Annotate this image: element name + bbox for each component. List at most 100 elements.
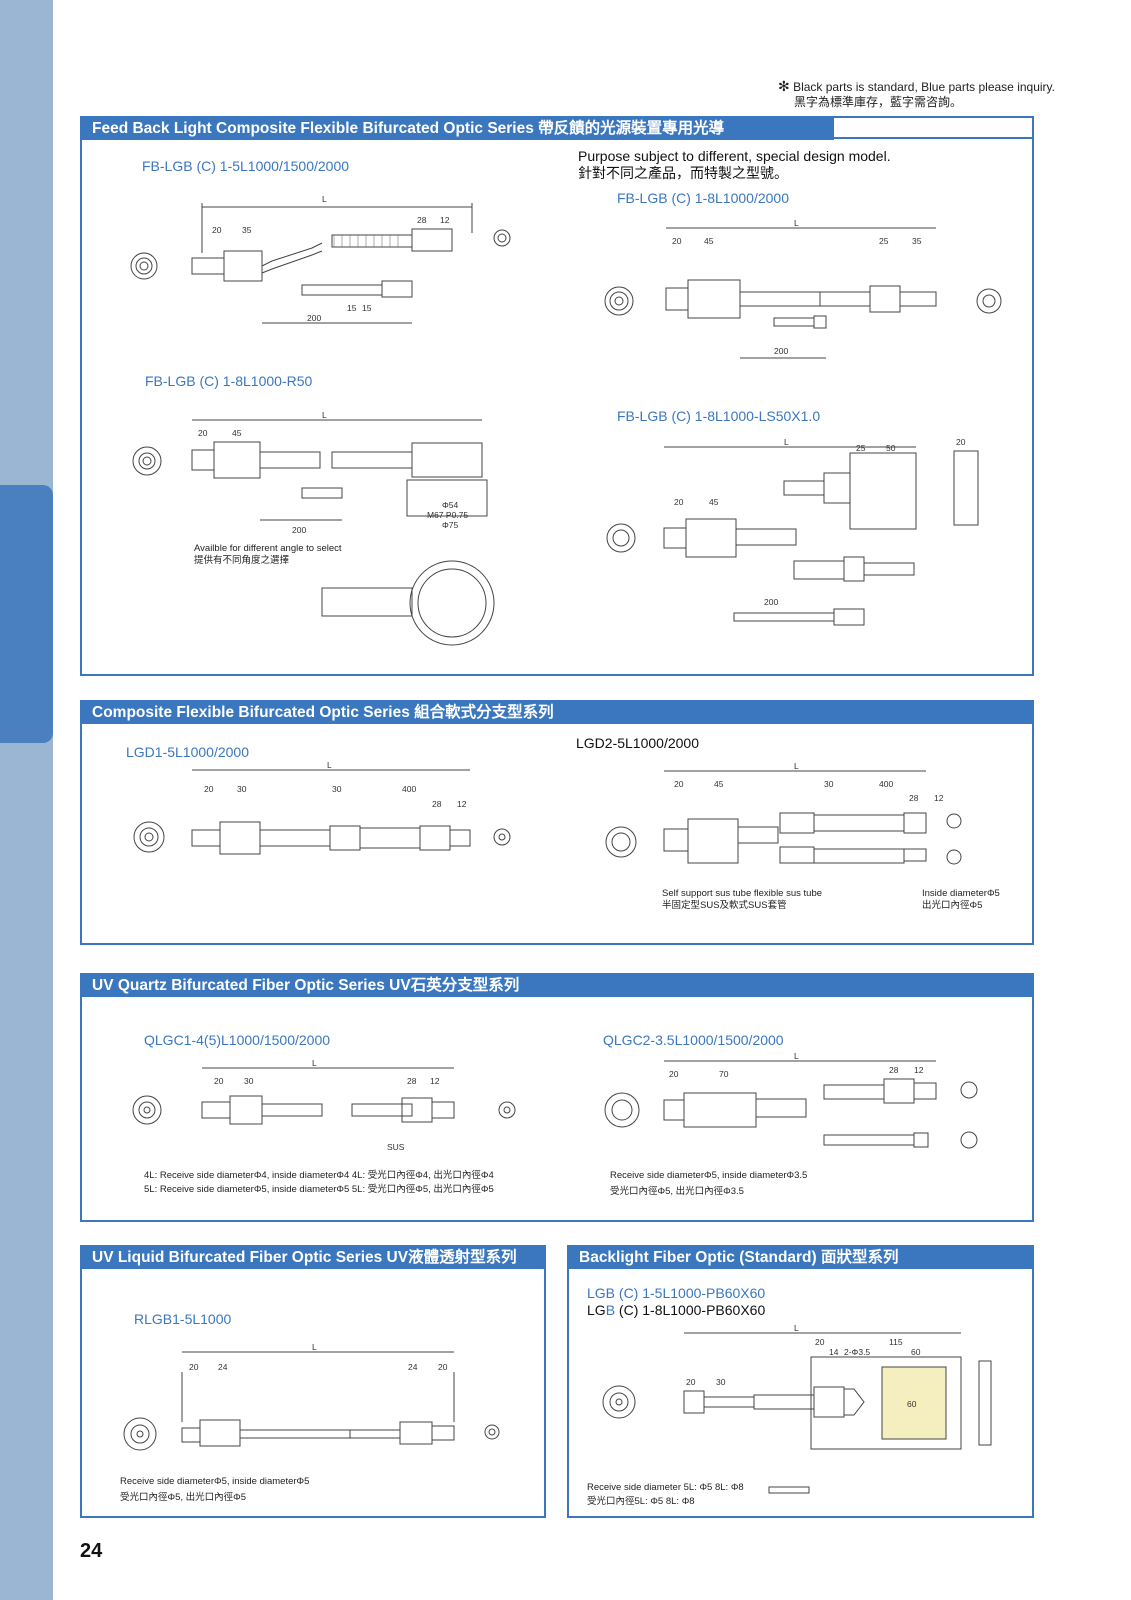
model-lgb-pb60-8l-suffix: (C) 1-8L1000-PB60X60: [615, 1302, 766, 1318]
svg-text:200: 200: [292, 525, 306, 535]
svg-text:28: 28: [909, 793, 919, 803]
svg-text:35: 35: [912, 236, 922, 246]
caption-rlgb1-zh: 受光口內徑Φ5, 出光口內徑Φ5: [120, 1492, 247, 1503]
svg-text:30: 30: [244, 1076, 254, 1086]
caption-qlgc1-4l: 4L: Receive side diameterΦ4, inside diam…: [144, 1170, 494, 1181]
svg-text:12: 12: [430, 1076, 440, 1086]
purpose-zh: 針對不同之產品，而特製之型號。: [578, 165, 788, 181]
model-lgb-pb60-5l: LGB (C) 1-5L1000-PB60X60: [587, 1285, 766, 1301]
legend-note-en: Black parts is standard, Blue parts plea…: [793, 80, 1055, 94]
model-qlgc2: QLGC2-3.5L1000/1500/2000: [603, 1032, 784, 1048]
svg-text:200: 200: [764, 597, 778, 607]
svg-text:20: 20: [956, 437, 966, 447]
svg-text:30: 30: [824, 779, 834, 789]
svg-text:15: 15: [362, 303, 372, 313]
page-number: 24: [80, 1540, 103, 1562]
model-lgd1: LGD1-5L1000/2000: [126, 744, 249, 760]
svg-text:30: 30: [716, 1377, 726, 1387]
svg-text:70: 70: [719, 1069, 729, 1079]
svg-text:L: L: [794, 1051, 799, 1061]
svg-text:20: 20: [669, 1069, 679, 1079]
svg-text:400: 400: [879, 779, 893, 789]
model-lgb-pb60-8l: LGB (C) 1-8L1000-PB60X60: [587, 1302, 765, 1318]
caption-backlight-zh: 受光口內徑5L: Φ5 8L: Φ8: [587, 1496, 695, 1507]
section-title-uv-quartz: UV Quartz Bifurcated Fiber Optic Series …: [82, 975, 1032, 997]
section-title-backlight: Backlight Fiber Optic (Standard) 面狀型系列: [569, 1247, 1032, 1269]
svg-text:24: 24: [408, 1362, 418, 1372]
svg-text:L: L: [794, 218, 799, 228]
model-lgb-pb60-8l-prefix: LG: [587, 1302, 606, 1318]
panel-uv-quartz: UV Quartz Bifurcated Fiber Optic Series …: [80, 973, 1034, 1222]
svg-text:30: 30: [237, 784, 247, 794]
svg-text:25: 25: [856, 443, 866, 453]
model-qlgc1: QLGC1-4(5)L1000/1500/2000: [144, 1032, 331, 1048]
svg-text:35: 35: [242, 225, 252, 235]
svg-text:SUS: SUS: [387, 1142, 405, 1152]
svg-text:20: 20: [438, 1362, 448, 1372]
drawing-rlgb1: L 20 24 24 20: [123, 1342, 500, 1451]
purpose-en: Purpose subject to different, special de…: [578, 148, 891, 164]
caption-inside-diameter-zh: 出光口內徑Φ5: [922, 900, 983, 911]
section-title-uv-liquid: UV Liquid Bifurcated Fiber Optic Series …: [82, 1247, 544, 1269]
panel-composite: Composite Flexible Bifurcated Optic Seri…: [80, 700, 1034, 945]
svg-text:400: 400: [402, 784, 416, 794]
svg-text:28: 28: [417, 215, 427, 225]
side-section-tab: [0, 485, 53, 743]
panel-backlight: Backlight Fiber Optic (Standard) 面狀型系列 L…: [567, 1245, 1034, 1518]
caption-sus-tube-en: Self support sus tube flexible sus tube: [662, 888, 823, 899]
svg-text:L: L: [312, 1342, 317, 1352]
legend-note-zh: 黑字為標準庫存，藍字需咨詢。: [794, 95, 963, 109]
caption-inside-diameter-en: Inside diameterΦ5: [922, 888, 1000, 899]
svg-text:L: L: [312, 1058, 317, 1068]
model-fb-lgb-ls50: FB-LGB (C) 1-8L1000-LS50X1.0: [617, 408, 821, 424]
svg-text:50: 50: [886, 443, 896, 453]
svg-text:12: 12: [914, 1065, 924, 1075]
svg-text:20: 20: [674, 779, 684, 789]
legend-note: ✻ Black parts is standard, Blue parts pl…: [778, 78, 1055, 110]
svg-text:20: 20: [204, 784, 214, 794]
svg-text:Φ75: Φ75: [442, 520, 459, 530]
model-lgd2: LGD2-5L1000/2000: [576, 735, 699, 751]
svg-text:28: 28: [407, 1076, 417, 1086]
svg-text:45: 45: [714, 779, 724, 789]
svg-text:25: 25: [879, 236, 889, 246]
panel-feedback: Feed Back Light Composite Flexible Bifur…: [80, 116, 1034, 676]
svg-text:12: 12: [457, 799, 467, 809]
svg-text:30: 30: [332, 784, 342, 794]
svg-text:20: 20: [686, 1377, 696, 1387]
svg-text:14: 14: [829, 1347, 839, 1357]
svg-text:200: 200: [774, 346, 788, 356]
angle-note-zh: 提供有不同角度之選擇: [194, 555, 290, 566]
svg-text:28: 28: [432, 799, 442, 809]
svg-text:L: L: [327, 760, 332, 770]
caption-qlgc1-5l: 5L: Receive side diameterΦ5, inside diam…: [144, 1184, 494, 1195]
svg-text:20: 20: [212, 225, 222, 235]
svg-text:15: 15: [347, 303, 357, 313]
svg-text:20: 20: [674, 497, 684, 507]
caption-qlgc2-en: Receive side diameterΦ5, inside diameter…: [610, 1170, 808, 1181]
svg-text:60: 60: [911, 1347, 921, 1357]
svg-text:24: 24: [218, 1362, 228, 1372]
svg-text:2-Φ3.5: 2-Φ3.5: [844, 1347, 870, 1357]
caption-qlgc2-zh: 受光口內徑Φ5, 出光口內徑Φ3.5: [610, 1186, 744, 1197]
svg-text:20: 20: [189, 1362, 199, 1372]
svg-text:M67 P0.75: M67 P0.75: [427, 510, 468, 520]
svg-text:Φ54: Φ54: [442, 500, 459, 510]
svg-text:L: L: [784, 437, 789, 447]
drawing-fb-lgb-ls50: L 20 45 25 50 20 200: [606, 437, 979, 626]
svg-text:L: L: [794, 1323, 799, 1333]
caption-backlight-en: Receive side diameter 5L: Φ5 8L: Φ8: [587, 1482, 744, 1493]
svg-text:20: 20: [815, 1337, 825, 1347]
svg-text:45: 45: [704, 236, 714, 246]
svg-text:60: 60: [907, 1399, 917, 1409]
section-title-feedback: Feed Back Light Composite Flexible Bifur…: [82, 118, 834, 140]
caption-sus-tube-zh: 半固定型SUS及軟式SUS套管: [662, 900, 787, 911]
svg-text:L: L: [322, 410, 327, 420]
drawing-lgd1: L 20 30 30 400 28 12: [133, 760, 511, 855]
svg-text:45: 45: [709, 497, 719, 507]
